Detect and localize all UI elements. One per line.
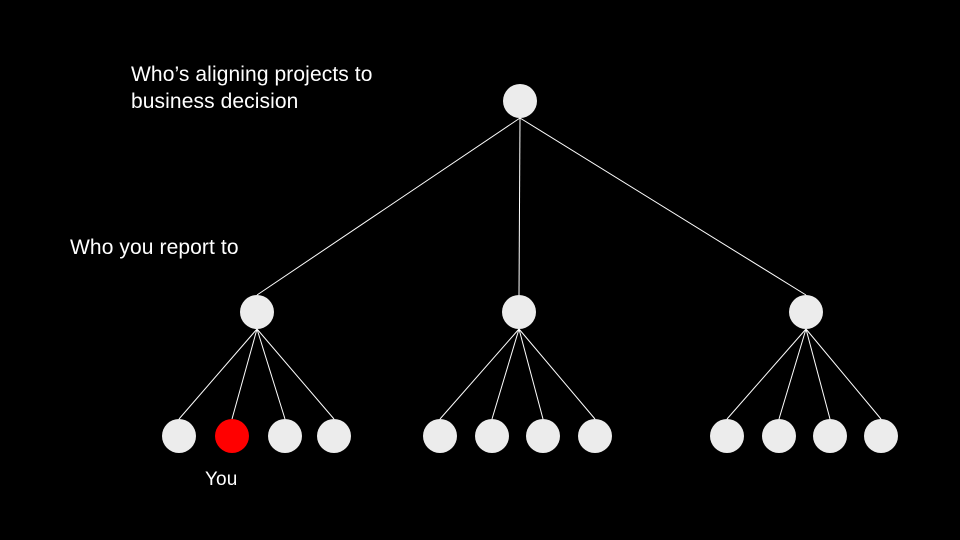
node-layer <box>162 84 898 453</box>
tree-node[interactable] <box>526 419 560 453</box>
tree-edge <box>805 328 882 420</box>
tree-node[interactable] <box>162 419 196 453</box>
tree-node[interactable] <box>423 419 457 453</box>
tree-edge <box>805 328 831 420</box>
tree-node[interactable] <box>789 295 823 329</box>
tree-node[interactable] <box>268 419 302 453</box>
edge-layer <box>178 117 882 420</box>
tree-node-highlighted[interactable] <box>215 419 249 453</box>
tree-node[interactable] <box>578 419 612 453</box>
tree-node[interactable] <box>503 84 537 118</box>
you-node-label: You <box>205 469 238 490</box>
tree-node[interactable] <box>240 295 274 329</box>
tree-edge <box>178 328 258 420</box>
tree-edge <box>518 117 521 296</box>
tree-node[interactable] <box>710 419 744 453</box>
tree-node[interactable] <box>475 419 509 453</box>
tree-node[interactable] <box>762 419 796 453</box>
tree-edge <box>778 328 807 420</box>
tree-edge <box>256 328 335 420</box>
tree-node[interactable] <box>502 295 536 329</box>
tree-edge <box>231 328 258 420</box>
title-annotation: Who’s aligning projects to business deci… <box>131 63 373 113</box>
tree-edge <box>726 328 807 420</box>
tree-edge <box>519 117 807 296</box>
tree-node[interactable] <box>864 419 898 453</box>
tree-node[interactable] <box>813 419 847 453</box>
report-to-annotation: Who you report to <box>70 236 239 259</box>
tree-node[interactable] <box>317 419 351 453</box>
tree-edge <box>518 328 544 420</box>
tree-edge <box>491 328 520 420</box>
tree-edge <box>256 117 521 296</box>
tree-edge <box>439 328 520 420</box>
tree-edge <box>256 328 286 420</box>
tree-edge <box>518 328 596 420</box>
